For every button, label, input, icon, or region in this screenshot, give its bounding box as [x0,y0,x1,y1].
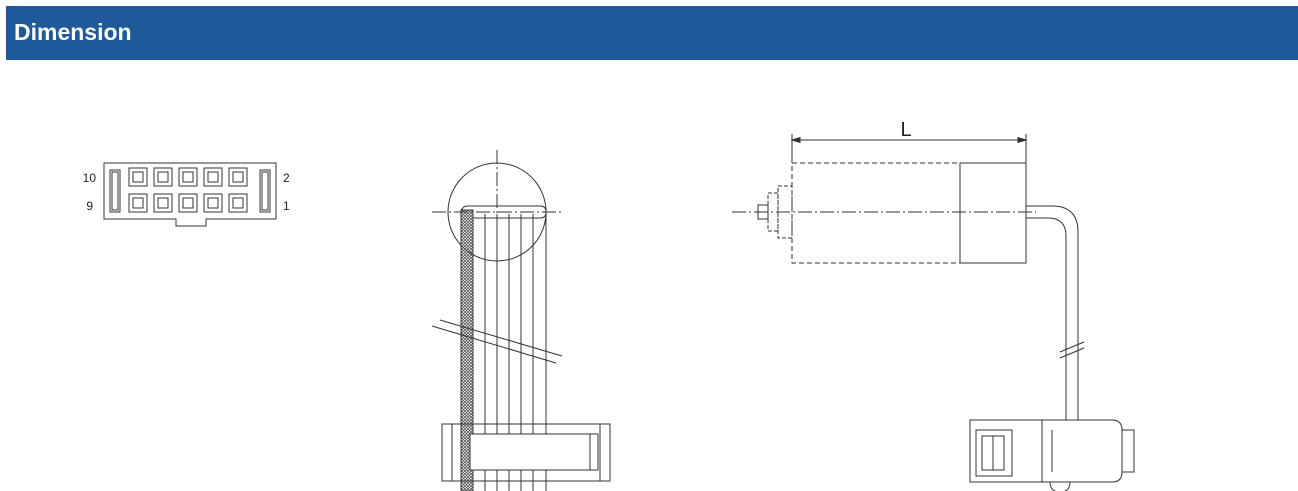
pin-label-1: 1 [283,199,290,213]
connector-pin-cell [203,193,223,213]
cable-side-view [431,150,611,491]
pin-label-2: 2 [283,171,290,185]
connector-pin-contact [132,197,144,209]
connector-pin-contact [182,171,194,183]
connector-pin-cell [128,167,148,187]
encoder-body [959,162,1027,264]
pin-label-10: 10 [83,171,97,185]
plug-hook [1049,481,1071,491]
connector-pin-cell [128,193,148,213]
connector-housing [103,162,277,227]
connector-pin-cell [178,193,198,213]
connector-latch-right [259,169,271,213]
connector-pin-cell [178,167,198,187]
motor-body-dashed [791,162,961,264]
section-header: Dimension [6,6,1298,60]
encoder-cable-outer [1026,205,1079,420]
plug-boot [1042,419,1123,483]
break-line-upper [439,319,563,357]
connector-pin-contact [182,197,194,209]
motor-side-view: L [732,119,1135,491]
connector-pin-contact [232,171,244,183]
dimension-label-l: L [900,119,911,141]
connector-pin-contact [132,171,144,183]
clamp-band [469,433,599,471]
connector-pin-contact [207,197,219,209]
break-line-lower [431,325,557,364]
connector-pin-grid [128,167,248,213]
connector-pin-contact [157,171,169,183]
plug-latch [1121,429,1135,473]
connector-pin-cell [153,167,173,187]
connector-pin-cell [228,193,248,213]
conductor-fold [460,205,547,219]
connector-pin-cell [203,167,223,187]
encoder-cable-inner [1026,217,1067,420]
connector-pin-contact [207,171,219,183]
connector-pin-contact [157,197,169,209]
connector-latch-left [109,169,121,213]
connector-pin-cell [153,193,173,213]
connector-pin-cell [228,167,248,187]
plug-housing [969,419,1043,483]
connector-pin-contact [232,197,244,209]
connector-pinout-diagram: 10 9 2 1 [83,162,290,227]
cable-clamp [441,423,611,482]
pin-label-9: 9 [86,199,93,213]
section-title: Dimension [14,19,132,45]
